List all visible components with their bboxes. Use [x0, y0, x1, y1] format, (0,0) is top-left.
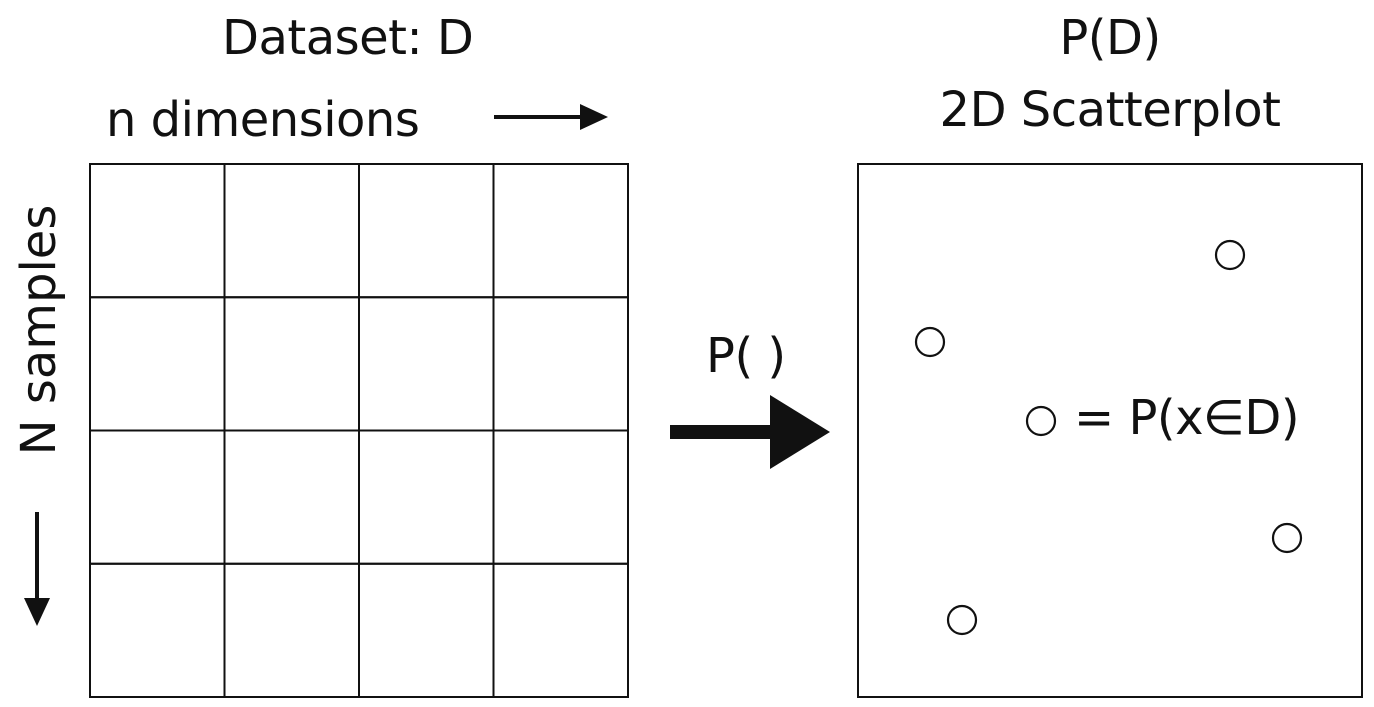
- dataset-cell: [89, 296, 226, 432]
- dataset-cell: [223, 163, 360, 299]
- dataset-title: Dataset: D: [222, 10, 474, 66]
- samples-label: N samples: [11, 204, 67, 456]
- point-legend-label: = P(x∈D): [1074, 390, 1300, 446]
- dimensions-arrow: [494, 104, 608, 130]
- projection-title: P(D): [1059, 10, 1161, 66]
- dataset-cell: [223, 562, 360, 698]
- dataset-cell: [89, 562, 226, 698]
- dataset-cell: [358, 429, 495, 565]
- dataset-cell: [492, 163, 629, 299]
- scatter-point: [946, 604, 978, 636]
- dataset-cell: [223, 429, 360, 565]
- scatter-point: [1214, 239, 1246, 271]
- dataset-cell: [358, 163, 495, 299]
- projection-subtitle: 2D Scatterplot: [939, 82, 1281, 138]
- dataset-cell: [89, 163, 226, 299]
- dataset-cell: [492, 296, 629, 432]
- projection-arrow: [670, 395, 830, 469]
- dataset-cell: [358, 562, 495, 698]
- legend-point: [1025, 405, 1057, 437]
- dataset-cell: [492, 429, 629, 565]
- scatterplot-header: P(D) 2D Scatterplot: [858, 0, 1362, 140]
- dataset-cell: [358, 296, 495, 432]
- dataset-cell: [223, 296, 360, 432]
- dataset-grid: [89, 163, 629, 698]
- samples-arrow: [24, 512, 50, 626]
- transform-label: P( ): [706, 328, 786, 384]
- scatter-points: [914, 239, 1303, 636]
- dataset-cell: [492, 562, 629, 698]
- samples-label-holder: N samples: [4, 185, 74, 475]
- scatterplot-frame: [857, 163, 1363, 698]
- dimensions-label: n dimensions: [106, 92, 420, 148]
- scatter-point: [1271, 522, 1303, 554]
- scatter-point: [914, 326, 946, 358]
- dataset-cell: [89, 429, 226, 565]
